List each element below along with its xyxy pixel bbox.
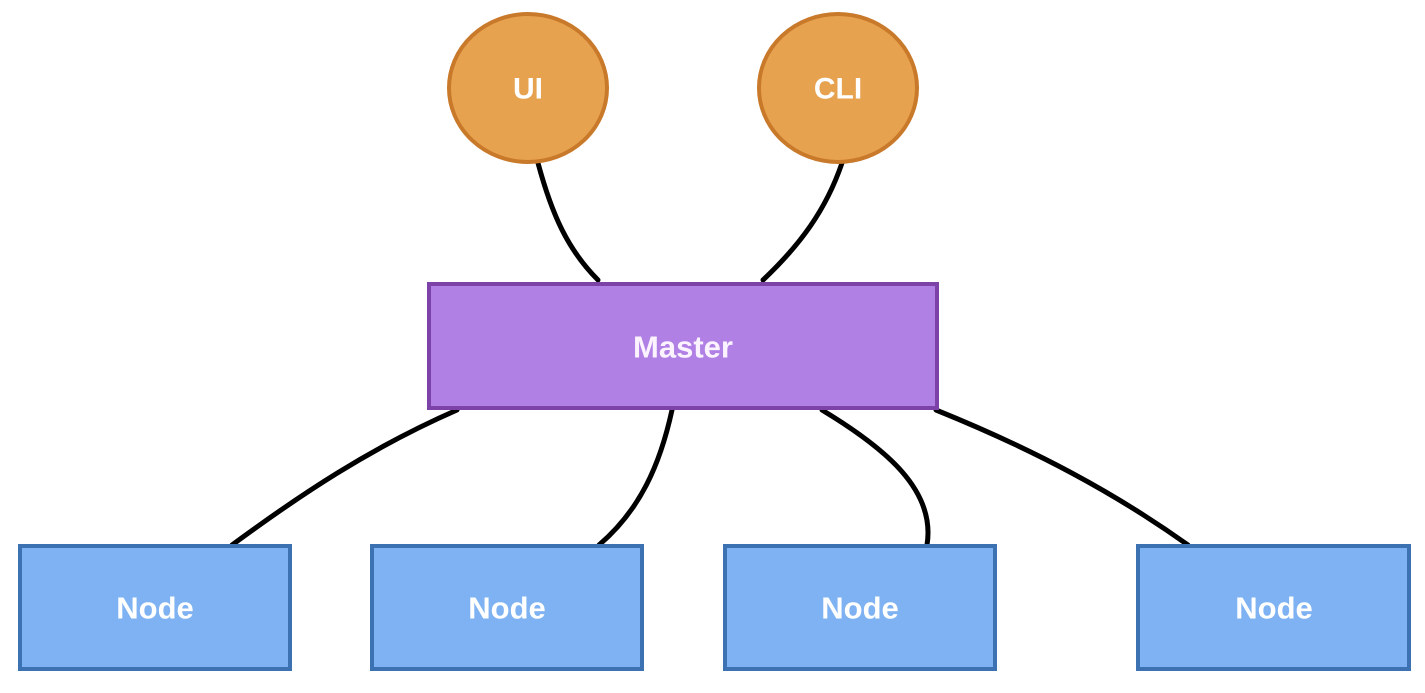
- master-box: Master: [427, 282, 939, 410]
- node-box-4: Node: [1136, 544, 1411, 671]
- edge-master-node-2: [596, 407, 675, 548]
- client-cli-label: CLI: [814, 73, 862, 106]
- edge-master-node-3: [819, 407, 931, 548]
- client-ui: UI: [447, 12, 609, 164]
- node-3-label: Node: [821, 591, 899, 626]
- edge-ui-master: [535, 160, 601, 283]
- node-1-shape: [18, 544, 292, 671]
- master-label: Master: [633, 330, 733, 365]
- client-cli: CLI: [757, 12, 919, 164]
- node-3-shape: [723, 544, 997, 671]
- master-shape: [427, 282, 939, 410]
- edge-master-node-1: [229, 407, 460, 548]
- client-cli-shape: [757, 12, 919, 164]
- node-box-1: Node: [18, 544, 292, 671]
- edge-cli-master: [760, 160, 845, 283]
- node-2-shape: [370, 544, 644, 671]
- connectors: [229, 160, 1191, 548]
- client-ui-label: UI: [513, 73, 543, 106]
- node-1-label: Node: [116, 591, 194, 626]
- node-box-2: Node: [370, 544, 644, 671]
- client-ui-shape: [447, 12, 609, 164]
- node-2-label: Node: [468, 591, 546, 626]
- node-4-shape: [1136, 544, 1411, 671]
- node-4-label: Node: [1235, 591, 1313, 626]
- edge-master-node-4: [933, 407, 1191, 548]
- node-box-3: Node: [723, 544, 997, 671]
